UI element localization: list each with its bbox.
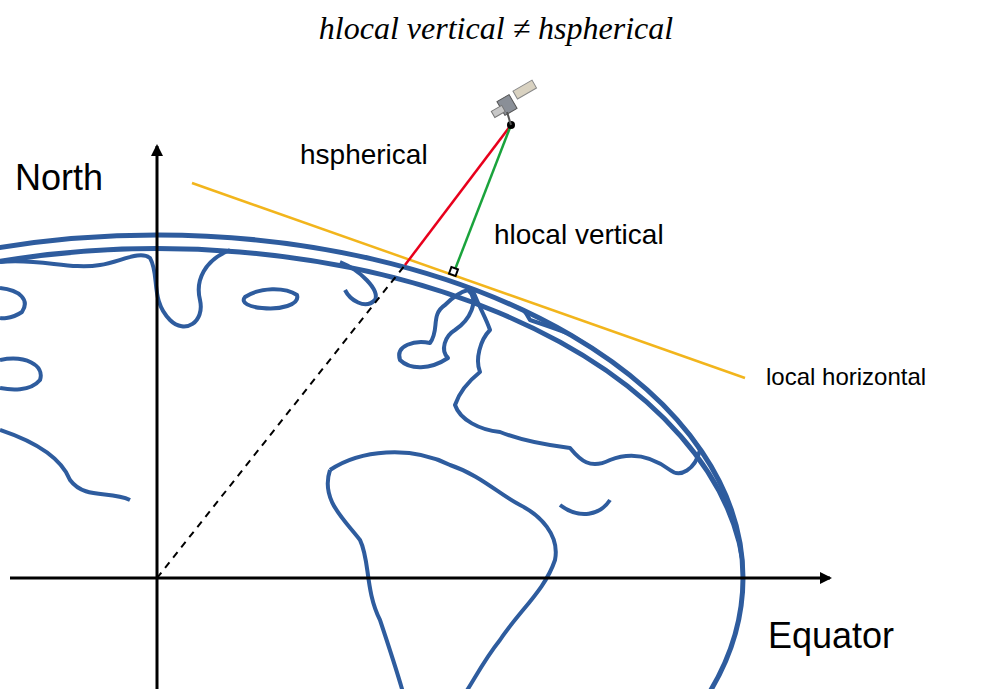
height-label: hspherical xyxy=(300,140,428,171)
equator-axis xyxy=(10,577,830,580)
north-axis xyxy=(156,146,159,689)
satellite-icon xyxy=(491,80,536,125)
continent-outlines xyxy=(0,250,712,689)
local-horizontal-line xyxy=(192,183,745,378)
earth-outline xyxy=(0,235,743,689)
line-label: local horizontal xyxy=(766,364,926,390)
earth-outline xyxy=(0,249,745,578)
axis-label: North xyxy=(15,158,103,198)
right-angle-mark xyxy=(449,267,458,276)
radius-line xyxy=(157,265,405,578)
height-label: hlocal vertical xyxy=(494,220,664,251)
title: hlocal vertical ≠ hspherical xyxy=(0,10,992,47)
axis-label: Equator xyxy=(768,616,894,656)
